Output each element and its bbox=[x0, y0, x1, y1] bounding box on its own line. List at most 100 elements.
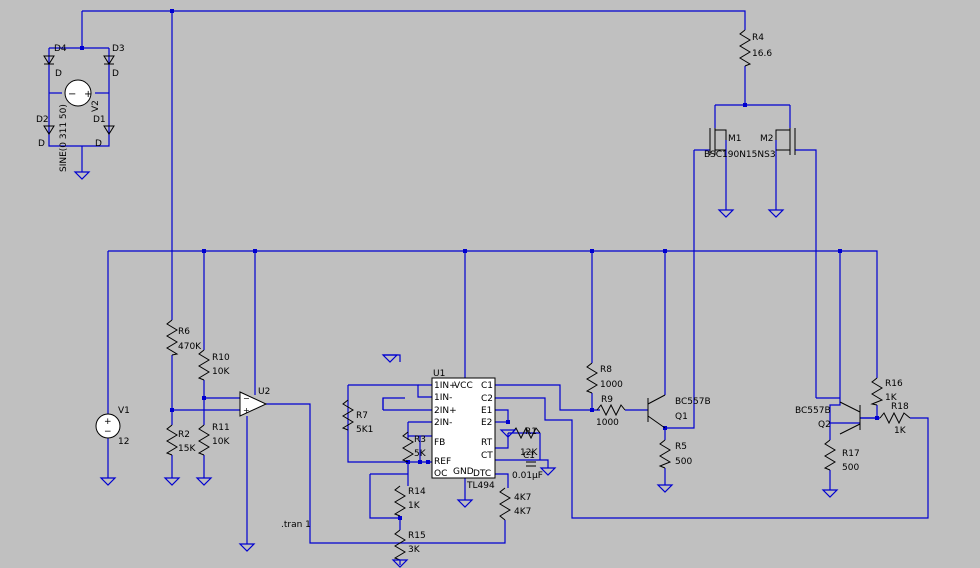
svg-text:−: − bbox=[104, 427, 112, 437]
resistor-r3[interactable]: R3 5K bbox=[401, 431, 427, 463]
ground-u1-left bbox=[381, 354, 399, 363]
svg-text:1000: 1000 bbox=[596, 418, 619, 428]
voltage-source-v1[interactable]: + − V1 12 bbox=[95, 406, 130, 447]
svg-text:1000: 1000 bbox=[600, 380, 623, 390]
svg-text:3K: 3K bbox=[408, 545, 421, 555]
resistor-r5[interactable]: R5 500 bbox=[658, 439, 692, 469]
svg-text:FB: FB bbox=[434, 438, 445, 448]
svg-text:R2: R2 bbox=[178, 430, 190, 440]
svg-text:D: D bbox=[95, 139, 102, 149]
svg-text:R11: R11 bbox=[212, 423, 230, 433]
svg-text:−: − bbox=[243, 394, 250, 403]
svg-text:OC: OC bbox=[434, 469, 447, 479]
svg-text:R14: R14 bbox=[408, 487, 426, 497]
svg-text:U1: U1 bbox=[433, 369, 445, 379]
svg-text:Q2: Q2 bbox=[818, 420, 831, 430]
svg-text:16.6: 16.6 bbox=[752, 49, 772, 59]
mosfet-m2[interactable]: M2 bbox=[760, 128, 796, 155]
svg-text:D2: D2 bbox=[36, 115, 49, 125]
wires bbox=[48, 10, 929, 565]
resistor-r6[interactable]: R6 470K bbox=[166, 319, 202, 356]
svg-text:5K1: 5K1 bbox=[356, 425, 373, 435]
svg-text:R18: R18 bbox=[891, 402, 909, 412]
ground-ct bbox=[539, 467, 557, 476]
resistor-r18[interactable]: R18 1K bbox=[879, 402, 911, 436]
svg-text:RT: RT bbox=[481, 438, 493, 448]
resistor-r15[interactable]: R15 3K bbox=[393, 529, 426, 561]
svg-text:2IN-: 2IN- bbox=[434, 418, 452, 428]
svg-text:R10: R10 bbox=[212, 353, 230, 363]
transistor-q2[interactable]: BC557B Q2 bbox=[795, 401, 861, 435]
svg-text:R1: R1 bbox=[525, 427, 537, 437]
svg-text:R16: R16 bbox=[885, 379, 903, 389]
mosfet-models: BSC190N15NS3 bbox=[704, 150, 776, 160]
resistor-r1[interactable]: R1 12K bbox=[511, 426, 541, 458]
resistor-r2[interactable]: R2 15K bbox=[165, 424, 196, 456]
resistor-r4[interactable]: R4 16.6 bbox=[739, 29, 772, 67]
resistor-r14[interactable]: R14 1K bbox=[393, 485, 426, 517]
resistor-dtc-4k7[interactable]: 4K7 4K7 bbox=[499, 487, 531, 521]
transistor-q1[interactable]: BC557B Q1 bbox=[647, 394, 711, 429]
svg-text:R6: R6 bbox=[178, 327, 190, 337]
svg-text:+: + bbox=[84, 89, 92, 100]
svg-text:500: 500 bbox=[842, 463, 859, 473]
svg-text:R5: R5 bbox=[675, 442, 687, 452]
svg-text:M1: M1 bbox=[728, 134, 742, 144]
svg-text:10K: 10K bbox=[212, 437, 230, 447]
ground-bridge bbox=[73, 171, 91, 180]
svg-text:1K: 1K bbox=[894, 426, 907, 436]
mosfet-m1[interactable]: M1 bbox=[709, 128, 742, 155]
svg-text:R4: R4 bbox=[752, 33, 764, 43]
svg-text:D3: D3 bbox=[112, 44, 125, 54]
ic-u1-tl494[interactable]: U1 TL494 1IN+ 1IN- 2IN+ 2IN- FB REF OC G… bbox=[431, 369, 496, 491]
svg-text:SINE(0 311 50): SINE(0 311 50) bbox=[59, 104, 69, 172]
svg-text:U2: U2 bbox=[258, 387, 270, 397]
svg-text:12K: 12K bbox=[520, 448, 538, 458]
svg-text:CT: CT bbox=[481, 451, 493, 461]
svg-text:R17: R17 bbox=[842, 449, 860, 459]
svg-text:−: − bbox=[68, 89, 76, 100]
ground-m2 bbox=[767, 209, 785, 218]
svg-text:R8: R8 bbox=[600, 365, 612, 375]
svg-text:1IN+: 1IN+ bbox=[434, 381, 457, 391]
resistor-r8[interactable]: R8 1000 bbox=[585, 362, 623, 394]
svg-text:R15: R15 bbox=[408, 531, 426, 541]
svg-text:DTC: DTC bbox=[473, 469, 491, 479]
ground-r11 bbox=[195, 477, 213, 486]
svg-text:D: D bbox=[112, 69, 119, 79]
resistor-r10[interactable]: R10 10K bbox=[197, 349, 230, 381]
opamp-u2[interactable]: − + U2 bbox=[239, 387, 270, 417]
resistor-r16[interactable]: R16 1K bbox=[870, 377, 903, 406]
svg-text:D1: D1 bbox=[93, 115, 106, 125]
svg-text:V2: V2 bbox=[91, 100, 101, 112]
resistor-r7[interactable]: R7 5K1 bbox=[341, 399, 373, 435]
capacitor-c1[interactable]: 0.01µF bbox=[512, 461, 543, 481]
svg-text:12: 12 bbox=[118, 437, 129, 447]
svg-text:470K: 470K bbox=[178, 342, 202, 352]
svg-text:5K: 5K bbox=[414, 449, 427, 459]
capacitor-c1-name: C1 bbox=[523, 451, 535, 461]
ground-m1 bbox=[717, 209, 735, 218]
resistor-r17[interactable]: R17 500 bbox=[823, 439, 860, 473]
svg-text:GND: GND bbox=[453, 467, 474, 477]
diode-d4[interactable]: D4 D bbox=[43, 44, 67, 79]
svg-text:C2: C2 bbox=[481, 394, 493, 404]
spice-directive[interactable]: .tran 1 bbox=[281, 520, 311, 530]
resistor-r9[interactable]: R9 1000 bbox=[596, 395, 626, 428]
ground-r2 bbox=[163, 477, 181, 486]
svg-text:1IN-: 1IN- bbox=[434, 393, 452, 403]
diode-d2[interactable]: D2 D bbox=[36, 115, 55, 149]
resistor-r11[interactable]: R11 10K bbox=[197, 423, 230, 456]
svg-text:D: D bbox=[55, 69, 62, 79]
ground-u1 bbox=[456, 499, 474, 508]
svg-text:15K: 15K bbox=[178, 444, 196, 454]
svg-text:V1: V1 bbox=[118, 406, 130, 416]
voltage-source-v2[interactable]: − + V2 SINE(0 311 50) bbox=[59, 79, 101, 172]
diode-d1[interactable]: D1 D bbox=[93, 115, 115, 149]
svg-text:2IN+: 2IN+ bbox=[434, 406, 457, 416]
svg-text:+: + bbox=[243, 406, 250, 415]
svg-text:Q1: Q1 bbox=[675, 412, 688, 422]
diode-d3[interactable]: D3 D bbox=[103, 44, 125, 79]
junctions bbox=[80, 9, 879, 520]
